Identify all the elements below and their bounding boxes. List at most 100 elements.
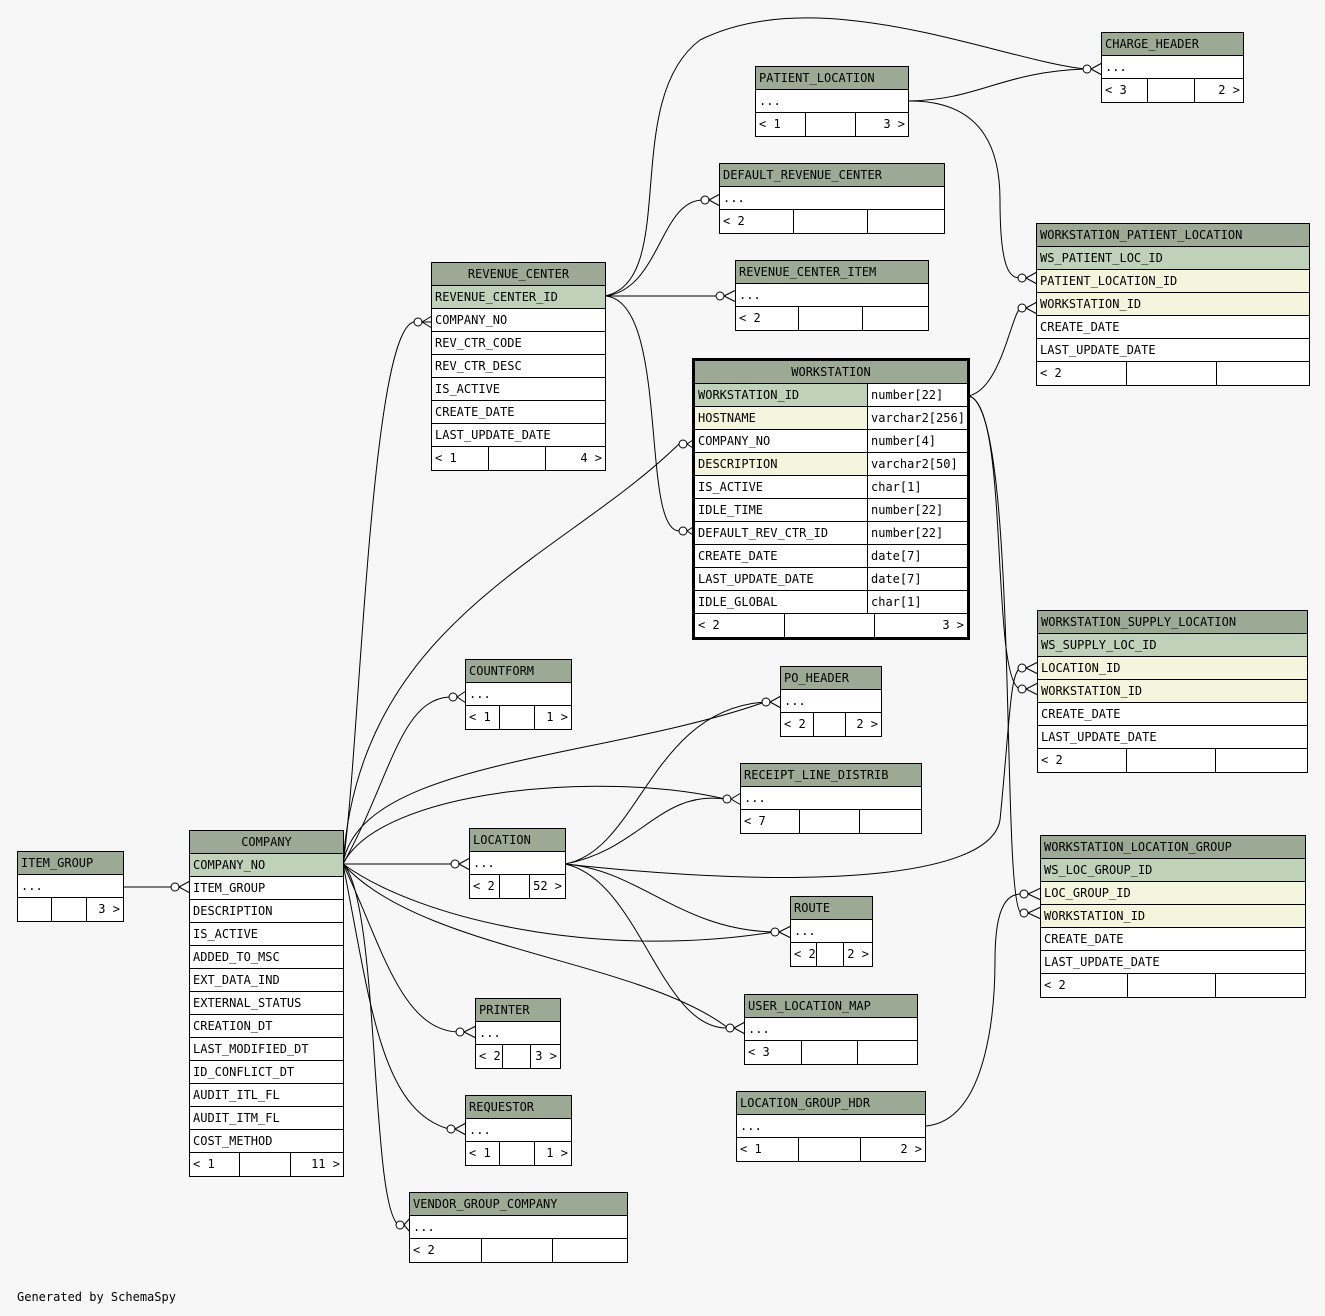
children-link[interactable]: 2 > [856,717,879,731]
children-link[interactable] [1216,749,1307,772]
children-link[interactable] [1216,974,1305,997]
table-company[interactable]: COMPANY COMPANY_NO ITEM_GROUP DESCRIPTIO… [189,830,344,1177]
table-vendor-group-company[interactable]: VENDOR_GROUP_COMPANY ... < 2 [409,1192,628,1263]
table-title[interactable]: ITEM_GROUP [18,852,123,875]
children-link[interactable]: 2 > [1218,83,1240,97]
table-location-group-hdr[interactable]: LOCATION_GROUP_HDR ... < 1 2 > [736,1091,926,1162]
parents-link[interactable]: < 1 [432,447,489,470]
table-title[interactable]: REVENUE_CENTER_ITEM [736,261,928,284]
table-countform[interactable]: COUNTFORM ... < 1 1 > [465,659,572,730]
parents-link[interactable]: < 1 [190,1153,241,1176]
column-row: COMPANY_NO [432,309,605,332]
parents-link[interactable]: < 1 [466,706,501,729]
children-link[interactable] [858,1041,917,1064]
parents-link[interactable] [18,898,53,921]
parents-link[interactable]: < 2 [791,943,818,966]
table-printer[interactable]: PRINTER ... < 2 3 > [475,998,561,1069]
table-row: ... [781,690,881,713]
parents-link[interactable]: < 7 [741,810,801,833]
table-title[interactable]: ROUTE [791,897,872,920]
parents-link[interactable]: < 2 [410,1239,482,1262]
table-default-revenue-center[interactable]: DEFAULT_REVENUE_CENTER ... < 2 [719,163,945,234]
table-user-location-map[interactable]: USER_LOCATION_MAP ... < 3 [744,994,918,1065]
table-title[interactable]: LOCATION_GROUP_HDR [737,1092,925,1115]
column-row: LAST_UPDATE_DATE [1038,726,1307,749]
children-link[interactable]: 2 > [847,947,869,961]
table-title[interactable]: WORKSTATION [695,361,967,384]
table-title[interactable]: COUNTFORM [466,660,571,683]
children-link[interactable]: 2 > [900,1142,922,1156]
table-title[interactable]: USER_LOCATION_MAP [745,995,917,1018]
parents-link[interactable]: < 2 [781,713,814,736]
table-revenue-center-item[interactable]: REVENUE_CENTER_ITEM ... < 2 [735,260,929,331]
children-link[interactable]: 3 > [98,902,120,916]
parents-link[interactable]: < 1 [737,1138,799,1161]
table-title[interactable]: WORKSTATION_SUPPLY_LOCATION [1038,611,1307,634]
children-link[interactable] [863,307,928,330]
children-link[interactable] [553,1239,627,1262]
table-title[interactable]: LOCATION [470,829,565,852]
children-link[interactable]: 1 > [546,1146,568,1160]
parents-link[interactable]: < 2 [1038,749,1127,772]
parents-link[interactable]: < 1 [466,1142,501,1165]
table-footer: < 2 [410,1239,627,1262]
indexed-column: WORKSTATION_ID [1041,905,1305,928]
table-workstation-location-group[interactable]: WORKSTATION_LOCATION_GROUP WS_LOC_GROUP_… [1040,835,1306,998]
table-title[interactable]: REVENUE_CENTER [432,263,605,286]
column-row: REV_CTR_DESC [432,355,605,378]
parents-link[interactable]: < 2 [695,614,785,637]
edge-rc-ws [604,295,680,532]
table-patient-location[interactable]: PATIENT_LOCATION ... < 1 3 > [755,66,909,137]
children-link[interactable] [1217,362,1309,385]
parents-link[interactable]: < 3 [1102,79,1149,102]
children-link[interactable]: 4 > [580,451,602,465]
table-requestor[interactable]: REQUESTOR ... < 1 1 > [465,1095,572,1166]
children-link[interactable]: 11 > [311,1157,340,1171]
children-link[interactable]: 52 > [533,879,562,893]
table-title[interactable]: PO_HEADER [781,667,881,690]
parents-link[interactable]: < 2 [736,307,800,330]
table-title[interactable]: WORKSTATION_PATIENT_LOCATION [1037,224,1309,247]
table-revenue-center[interactable]: REVENUE_CENTER REVENUE_CENTER_ID COMPANY… [431,262,606,471]
table-item-group[interactable]: ITEM_GROUP ... 3 > [17,851,124,922]
table-title[interactable]: PATIENT_LOCATION [756,67,908,90]
table-title[interactable]: RECEIPT_LINE_DISTRIB [741,764,921,787]
parents-link[interactable]: < 2 [720,210,794,233]
parents-link[interactable]: < 2 [476,1045,504,1068]
table-workstation-supply-location[interactable]: WORKSTATION_SUPPLY_LOCATION WS_SUPPLY_LO… [1037,610,1308,773]
table-po-header[interactable]: PO_HEADER ... < 2 2 > [780,666,882,737]
children-link[interactable] [860,810,921,833]
table-row: ... [741,787,921,810]
parents-link[interactable]: < 2 [1037,362,1127,385]
children-link[interactable]: 3 > [535,1049,557,1063]
table-title[interactable]: PRINTER [476,999,560,1022]
crows-feet [178,62,1103,1233]
parents-link[interactable]: < 1 [756,113,806,136]
parents-link[interactable]: < 2 [470,875,501,898]
table-charge-header[interactable]: CHARGE_HEADER ... < 3 2 > [1101,32,1244,103]
table-footer: < 1 2 > [737,1138,925,1161]
table-route[interactable]: ROUTE ... < 2 2 > [790,896,873,967]
column-type: char[1] [868,476,967,498]
column-name: DEFAULT_REV_CTR_ID [695,522,868,544]
table-title[interactable]: CHARGE_HEADER [1102,33,1243,56]
table-receipt-line-distrib[interactable]: RECEIPT_LINE_DISTRIB ... < 7 [740,763,922,834]
children-link[interactable]: 3 > [942,618,964,632]
children-link[interactable]: 1 > [546,710,568,724]
table-title[interactable]: WORKSTATION_LOCATION_GROUP [1041,836,1305,859]
table-footer: < 1 1 > [466,706,571,729]
table-location[interactable]: LOCATION ... < 2 52 > [469,828,566,899]
table-workstation-patient-location[interactable]: WORKSTATION_PATIENT_LOCATION WS_PATIENT_… [1036,223,1310,386]
parents-link[interactable]: < 2 [1041,974,1129,997]
parents-link[interactable]: < 3 [745,1041,802,1064]
children-link[interactable]: 3 > [883,117,905,131]
table-title[interactable]: COMPANY [190,831,343,854]
children-link[interactable] [868,210,944,233]
table-title[interactable]: VENDOR_GROUP_COMPANY [410,1193,627,1216]
edge-company-countform [342,696,450,865]
table-title[interactable]: DEFAULT_REVENUE_CENTER [720,164,944,187]
table-title[interactable]: REQUESTOR [466,1096,571,1119]
